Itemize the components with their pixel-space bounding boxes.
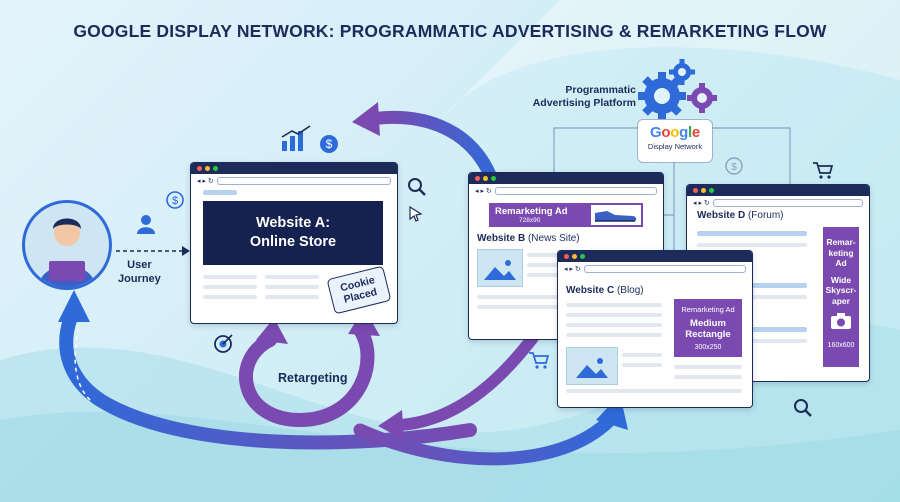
- user-avatar: [22, 200, 112, 290]
- address-bar[interactable]: ◂ ▸ ↻: [687, 196, 869, 210]
- url-field[interactable]: [712, 199, 863, 207]
- svg-text:$: $: [326, 137, 333, 151]
- window-titlebar: [687, 185, 869, 196]
- cart-icon: [529, 352, 550, 369]
- ad-size: 728x90: [519, 217, 541, 224]
- image-icon: [576, 358, 608, 378]
- target-icon: [214, 334, 233, 353]
- cursor-icon: [409, 205, 423, 222]
- remarketing-ad-medium-rectangle[interactable]: Remarketing Ad Medium Rectangle 300x250: [674, 299, 742, 357]
- window-titlebar: [558, 251, 752, 262]
- website-b-type: (News Site): [527, 233, 580, 244]
- website-a-banner: Website A: Online Store: [203, 201, 383, 265]
- website-d-name: Website D: [697, 210, 746, 221]
- platform-label-line2: Advertising Platform: [532, 97, 636, 109]
- website-b-name: Website B: [477, 233, 526, 244]
- platform-label-line1: Programmatic: [565, 84, 636, 96]
- website-c-name: Website C: [566, 285, 615, 296]
- website-d-title: Website D (Forum): [697, 210, 784, 221]
- shoe-icon: [595, 211, 637, 222]
- user-icon: [137, 215, 155, 234]
- arrow-bottom-right: [353, 413, 617, 466]
- display-network-label: Display Network: [647, 142, 703, 151]
- website-c-window: ◂ ▸ ↻ Website C (Blog) Remarketing Ad Me…: [557, 250, 753, 408]
- bar-chart-icon: [281, 125, 311, 151]
- nav-arrows-icon[interactable]: ◂ ▸ ↻: [564, 265, 581, 273]
- google-display-network-badge: Google Display Network: [637, 119, 713, 163]
- platform-label: Programmatic Advertising Platform: [506, 84, 636, 110]
- image-placeholder: [477, 249, 523, 287]
- page-title: GOOGLE DISPLAY NETWORK: PROGRAMMATIC ADV…: [73, 21, 827, 41]
- address-bar[interactable]: ◂ ▸ ↻: [469, 184, 663, 198]
- ad-line5: Skyscr-: [825, 285, 857, 295]
- arrow-top-head: [352, 102, 380, 136]
- user-journey-line2: Journey: [118, 273, 161, 285]
- image-icon: [484, 260, 516, 280]
- camera-icon: [831, 313, 851, 329]
- url-field[interactable]: [216, 177, 391, 185]
- search-icon: [408, 178, 426, 196]
- arrow-mid-head: [378, 410, 404, 440]
- address-bar[interactable]: ◂ ▸ ↻: [191, 174, 397, 188]
- search-icon: [794, 399, 812, 417]
- user-person-icon: [39, 218, 95, 287]
- nav-arrows-icon[interactable]: ◂ ▸ ↻: [475, 187, 492, 195]
- retargeting-label: Retargeting: [278, 371, 348, 385]
- svg-text:$: $: [731, 162, 737, 173]
- nav-arrows-icon[interactable]: ◂ ▸ ↻: [693, 199, 710, 207]
- ad-label: Remarketing Ad: [495, 206, 568, 217]
- google-logo: Google: [650, 124, 700, 141]
- cart-icon: [813, 162, 834, 179]
- ad-line6: aper: [832, 295, 850, 306]
- ad-line1: Remar-: [826, 237, 856, 247]
- address-bar[interactable]: ◂ ▸ ↻: [558, 262, 752, 276]
- website-d-type: (Forum): [747, 210, 784, 221]
- dollar-icon: $: [320, 135, 338, 153]
- image-placeholder: [566, 347, 618, 385]
- window-titlebar: [469, 173, 663, 184]
- window-titlebar: [191, 163, 397, 174]
- ad-line2: keting: [828, 247, 854, 258]
- user-journey-line1: User: [127, 259, 152, 271]
- ad-title-line1: Medium: [690, 318, 726, 329]
- user-journey-label: User Journey: [118, 258, 161, 286]
- dollar-icon: $: [725, 157, 743, 175]
- website-a-name-line1: Website A:: [255, 215, 331, 231]
- remarketing-ad-skyscraper[interactable]: Remar- keting Ad Wide Skyscr- aper 160x6…: [823, 227, 859, 367]
- arrow-left-head: [58, 290, 90, 322]
- url-field[interactable]: [583, 265, 746, 273]
- gear-icon: [638, 59, 717, 120]
- website-c-title: Website C (Blog): [566, 285, 644, 296]
- ad-line4: Wide: [830, 274, 852, 285]
- website-a-name-line2: Online Store: [249, 234, 337, 250]
- ad-line3: Ad: [835, 258, 847, 268]
- remarketing-ad-leaderboard[interactable]: Remarketing Ad 728x90: [489, 203, 643, 227]
- ad-size: 160x600: [827, 341, 855, 349]
- ad-label: Remarketing Ad: [681, 305, 735, 314]
- svg-text:$: $: [172, 195, 178, 207]
- ad-title-line2: Rectangle: [685, 329, 731, 340]
- url-field[interactable]: [494, 187, 657, 195]
- nav-arrows-icon[interactable]: ◂ ▸ ↻: [197, 177, 214, 185]
- retargeting-head-left: [256, 318, 288, 344]
- ad-size: 300x250: [694, 344, 722, 351]
- website-b-title: Website B (News Site): [477, 233, 580, 244]
- retargeting-loop: [239, 323, 375, 428]
- dollar-icon: $: [166, 191, 184, 209]
- website-c-type: (Blog): [616, 285, 644, 296]
